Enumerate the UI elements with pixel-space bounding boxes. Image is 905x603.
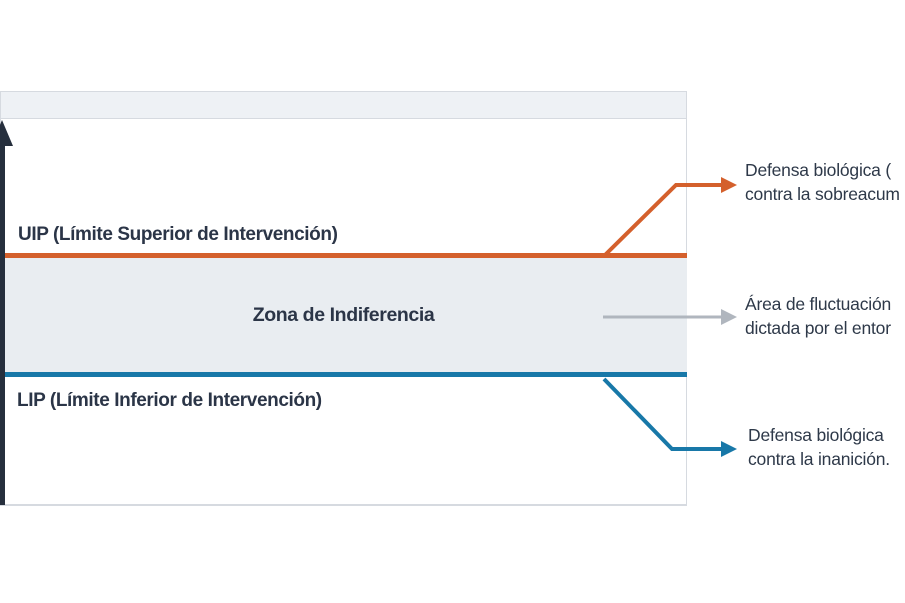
zone-label: Zona de Indiferencia <box>252 304 435 326</box>
annotation-line: Área de fluctuación <box>745 294 892 314</box>
panel-header-band <box>1 92 686 119</box>
y-axis-line <box>0 142 5 505</box>
annotation-line: Defensa biológica ( <box>745 160 892 180</box>
arrowhead-right-icon <box>721 441 737 457</box>
lip-threshold-line <box>0 372 687 377</box>
annotation-line: dictada por el entor <box>745 318 891 338</box>
arrowhead-right-icon <box>721 177 737 193</box>
annotation-line: contra la sobreacum <box>745 184 900 204</box>
uip-label: UIP (Límite Superior de Intervención) <box>18 224 338 245</box>
annotation-fluctuation: Área de fluctuación dictada por el entor <box>745 292 891 340</box>
annotation-line: Defensa biológica <box>748 425 884 445</box>
arrowhead-right-icon <box>721 309 737 325</box>
lip-label: LIP (Límite Inferior de Intervención) <box>17 390 322 411</box>
annotation-overaccumulation: Defensa biológica ( contra la sobreacum <box>745 158 900 206</box>
annotation-starvation: Defensa biológica contra la inanición. <box>748 423 890 471</box>
uip-threshold-line <box>0 253 687 258</box>
annotation-line: contra la inanición. <box>748 449 890 469</box>
indifference-zone <box>0 258 687 372</box>
axis-arrow-up-icon <box>0 120 13 146</box>
